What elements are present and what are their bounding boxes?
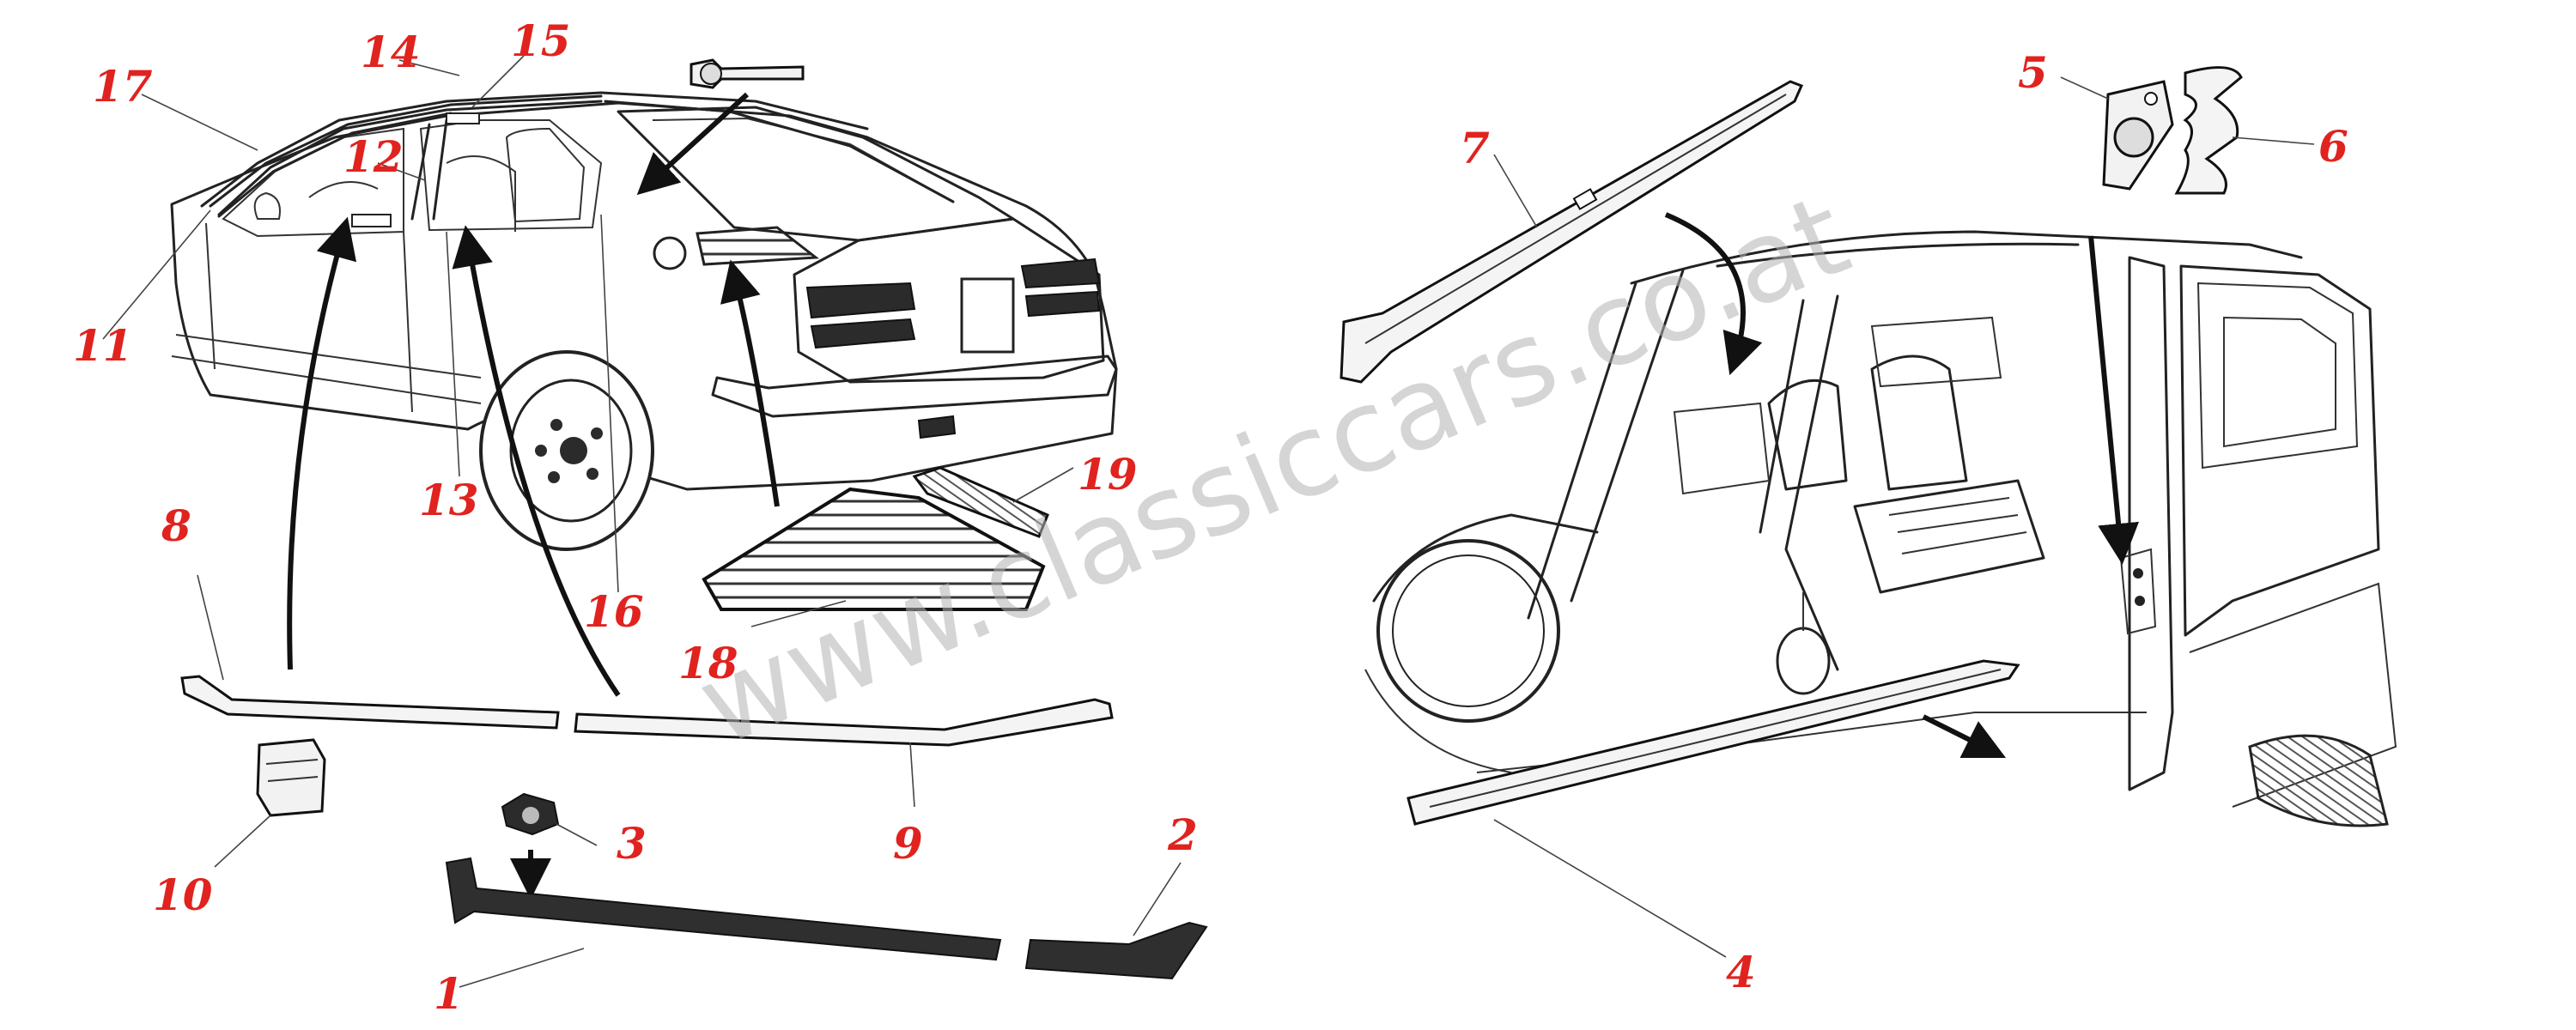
callout-6: 6	[2318, 121, 2348, 172]
arrow-icon	[1922, 714, 2007, 759]
part-19-strip	[912, 466, 1049, 538]
callout-10: 10	[153, 869, 213, 920]
callout-9: 9	[893, 818, 923, 869]
car-rear-view-illustration	[170, 91, 1118, 551]
watermark-text: www.classiccars.co.at	[680, 169, 1866, 772]
nut-clip	[501, 792, 560, 836]
arrow-icon	[452, 225, 621, 697]
callout-8: 8	[161, 500, 191, 551]
window-seal-strip	[180, 675, 560, 730]
callout-17: 17	[93, 61, 153, 112]
callout-labels: 17 14 15 12 11 13 16 19 18 8 9 10 3 1 2 …	[73, 15, 2348, 1019]
callout-16: 16	[584, 586, 644, 637]
clip-fastener	[256, 738, 326, 817]
sill-cover	[1024, 921, 1208, 980]
arrow-icon	[287, 216, 357, 670]
callout-2: 2	[1167, 809, 1198, 860]
callout-15: 15	[511, 15, 571, 66]
leader-lines	[102, 55, 2315, 988]
callout-1: 1	[434, 968, 464, 1019]
sill-cover	[445, 857, 1002, 961]
callout-7: 7	[1460, 123, 1490, 173]
striker-shim	[2174, 66, 2243, 195]
pin-fastener	[690, 58, 805, 89]
window-seal-strip	[574, 698, 1114, 747]
a-pillar-trim	[1340, 80, 1804, 384]
sill-cover	[1406, 659, 2020, 826]
arrow-icon	[720, 259, 780, 507]
callout-11: 11	[73, 320, 133, 371]
door-striker-plate	[2102, 80, 2174, 191]
arrow-icon	[1664, 212, 1763, 376]
callout-19: 19	[1078, 449, 1138, 500]
callout-3: 3	[617, 818, 647, 869]
callout-13: 13	[419, 475, 479, 525]
arrow-icon	[636, 92, 750, 196]
callout-14: 14	[361, 27, 421, 77]
quarter-vent-grille	[702, 487, 1046, 611]
callout-18: 18	[678, 638, 738, 688]
callout-4: 4	[1726, 947, 1756, 997]
car-interior-door-open-illustration	[1364, 230, 2397, 827]
callout-12: 12	[343, 131, 404, 182]
callout-5: 5	[2018, 47, 2048, 98]
arrow-icon	[2088, 235, 2140, 565]
